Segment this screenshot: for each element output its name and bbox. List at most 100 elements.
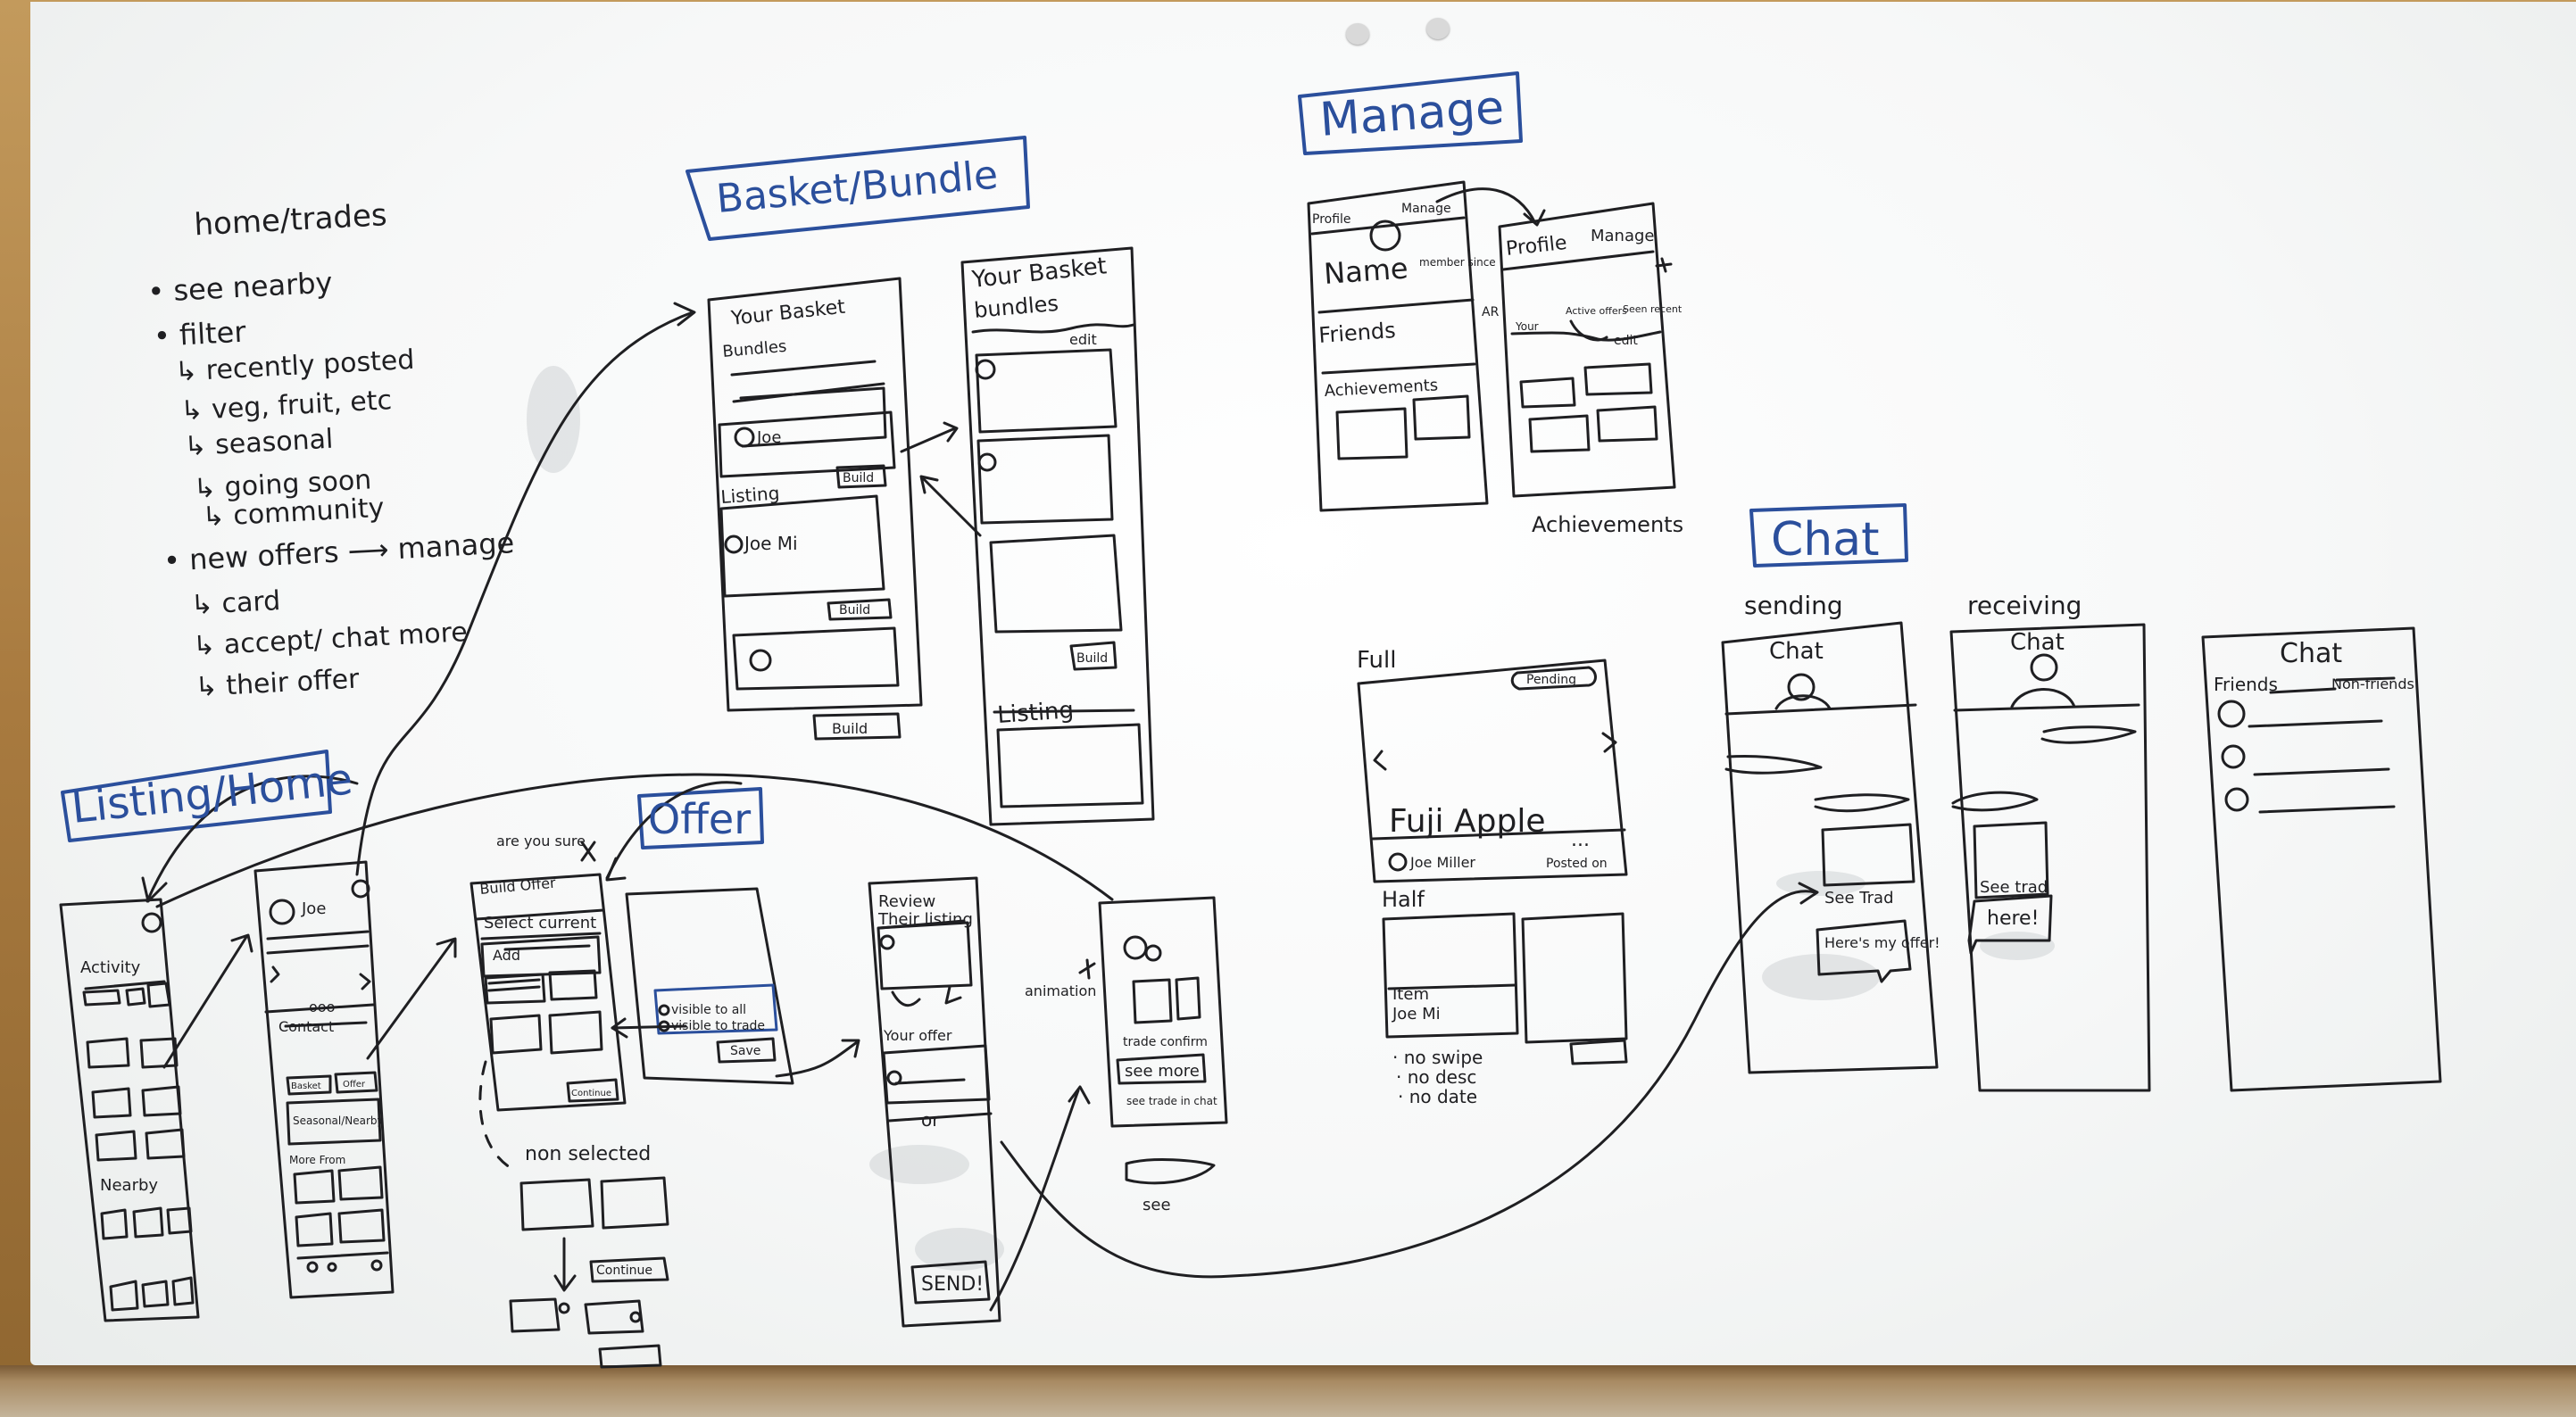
chat-sending-label: sending xyxy=(1744,591,1843,620)
review-their-card xyxy=(877,921,973,990)
offer-are-you-sure: are you sure xyxy=(496,833,586,849)
basket-build2: Build xyxy=(839,603,870,617)
chat-receiving-label: receiving xyxy=(1967,591,2082,620)
manage2-your: Your xyxy=(1515,320,1539,333)
basket-bundles-label: Bundles xyxy=(722,337,788,361)
half-note: · no swipe xyxy=(1392,1047,1483,1068)
manage-caption: Achievements xyxy=(1532,512,1683,537)
offer-visible-all: visible to all xyxy=(671,1003,746,1017)
noncselected-card2 xyxy=(600,1176,669,1230)
notes-heading: home/trades xyxy=(194,197,388,243)
listing-title: Listing/Home xyxy=(69,754,354,833)
full-card xyxy=(1357,659,1628,883)
offer-review-phone xyxy=(868,876,1001,1328)
connector xyxy=(605,781,743,880)
basket-build3: Build xyxy=(832,720,868,737)
listing-offer: Offer xyxy=(343,1080,366,1090)
half-note: · no date xyxy=(1398,1086,1477,1107)
half-label: Half xyxy=(1382,887,1425,912)
basket-card2 xyxy=(719,494,885,598)
note-line: • new offers ⟶ manage xyxy=(162,526,515,578)
basket-card1-label: Joe xyxy=(756,428,781,447)
listing-detail-phone xyxy=(253,860,395,1299)
full-dots: ... xyxy=(1571,829,1590,851)
basket-phone xyxy=(707,277,923,712)
listing-contact: Contact xyxy=(278,1018,334,1035)
offer-build-title: Build Offer xyxy=(479,874,557,898)
chat-recv-bubble xyxy=(1967,894,2053,955)
basket-build1: Build xyxy=(843,471,874,485)
note-line: ↳ seasonal xyxy=(184,424,334,463)
chat-see-trade-2: See trad xyxy=(1980,878,2048,897)
chat-receiving-phone xyxy=(1949,623,2151,1092)
chat-see-trade-1: See Trad xyxy=(1824,889,1894,907)
bundles-phone xyxy=(960,246,1155,826)
basket-card3 xyxy=(732,626,900,691)
offer-see: see xyxy=(1143,1196,1171,1214)
whiteboard-surface xyxy=(30,2,2576,1365)
half-card2 xyxy=(1521,912,1628,1044)
chat-here: here! xyxy=(1987,907,2039,930)
offer-confirm-phone xyxy=(1098,896,1228,1128)
full-pending: Pending xyxy=(1526,673,1576,687)
manage-profile-label: Profile xyxy=(1312,212,1351,227)
noncselected-card1 xyxy=(519,1178,594,1231)
offer-visible-trade: visible to trade xyxy=(671,1019,765,1033)
listing-basket: Basket xyxy=(291,1081,321,1091)
half-card1 xyxy=(1382,912,1519,1039)
chat-title-2: Chat xyxy=(2010,629,2065,656)
note-line: • filter xyxy=(153,315,247,353)
manage-avatar xyxy=(1369,220,1401,252)
listing-activity: Activity xyxy=(80,958,141,977)
basket-screen-title: Your Basket xyxy=(729,296,846,330)
basket-card1 xyxy=(718,410,896,478)
note-line: ↳ veg, fruit, etc xyxy=(180,385,393,427)
listing-more-from: More From xyxy=(289,1154,345,1166)
basket-title-box xyxy=(686,136,1030,241)
bundles-listing-label: Listing xyxy=(996,697,1075,729)
manage2-manage: Manage xyxy=(1591,227,1655,245)
full-title: Fuji Apple xyxy=(1389,803,1545,840)
review-or: or xyxy=(921,1109,940,1131)
manage-member-since: member since xyxy=(1419,256,1496,269)
offer-visibility-phone xyxy=(625,887,794,1085)
half-note: · no desc xyxy=(1396,1066,1476,1088)
chat-title: Chat xyxy=(1771,513,1880,567)
chat-heres-offer: Here's my offer! xyxy=(1824,934,1940,951)
chat-list-phone xyxy=(2201,626,2442,1092)
listing-dots: ooo xyxy=(309,999,335,1015)
offer-see-more: see more xyxy=(1125,1062,1200,1081)
basket-card3-avatar xyxy=(749,649,772,672)
offer-title: Offer xyxy=(648,795,751,843)
manage-name: Name xyxy=(1323,251,1409,290)
review-your-offer: Your offer xyxy=(883,1027,952,1044)
wall-below xyxy=(0,1365,2576,1417)
chat-title-3: Chat xyxy=(2280,638,2342,669)
note-line: ↳ card xyxy=(190,585,281,621)
connector xyxy=(611,1024,687,1030)
manage2-edit: edit xyxy=(1614,334,1638,348)
manage-ar: AR xyxy=(1482,305,1500,319)
manage-friends: Friends xyxy=(1317,318,1396,348)
note-line: ↳ accept/ chat more xyxy=(192,617,468,662)
offer-non-selected: non selected xyxy=(525,1143,651,1165)
manage-phone1 xyxy=(1307,180,1489,512)
listing-nearby: Nearby xyxy=(100,1176,158,1195)
offer-title-box xyxy=(637,787,764,849)
half-item-user: Joe Mi xyxy=(1392,1005,1441,1023)
note-line: ↳ their offer xyxy=(195,663,361,703)
manage2-seen-recent: Seen recent xyxy=(1623,303,1683,315)
connector xyxy=(366,939,455,1060)
offer-build-phone xyxy=(469,873,627,1112)
listing-title-box xyxy=(61,750,332,842)
connector xyxy=(989,1089,1080,1312)
manage-title: Manage xyxy=(1318,81,1506,147)
chat-recv-card xyxy=(1973,821,2049,899)
offer-continue-2: Continue xyxy=(596,1264,652,1278)
offer-animation: animation xyxy=(1025,982,1096,999)
offer-trade-confirm: trade confirm xyxy=(1123,1035,1208,1049)
review-your-card xyxy=(882,1044,991,1105)
review-send-button xyxy=(910,1260,991,1305)
offer-continue-1: Continue xyxy=(571,1089,611,1098)
bundles-card4 xyxy=(996,723,1144,808)
